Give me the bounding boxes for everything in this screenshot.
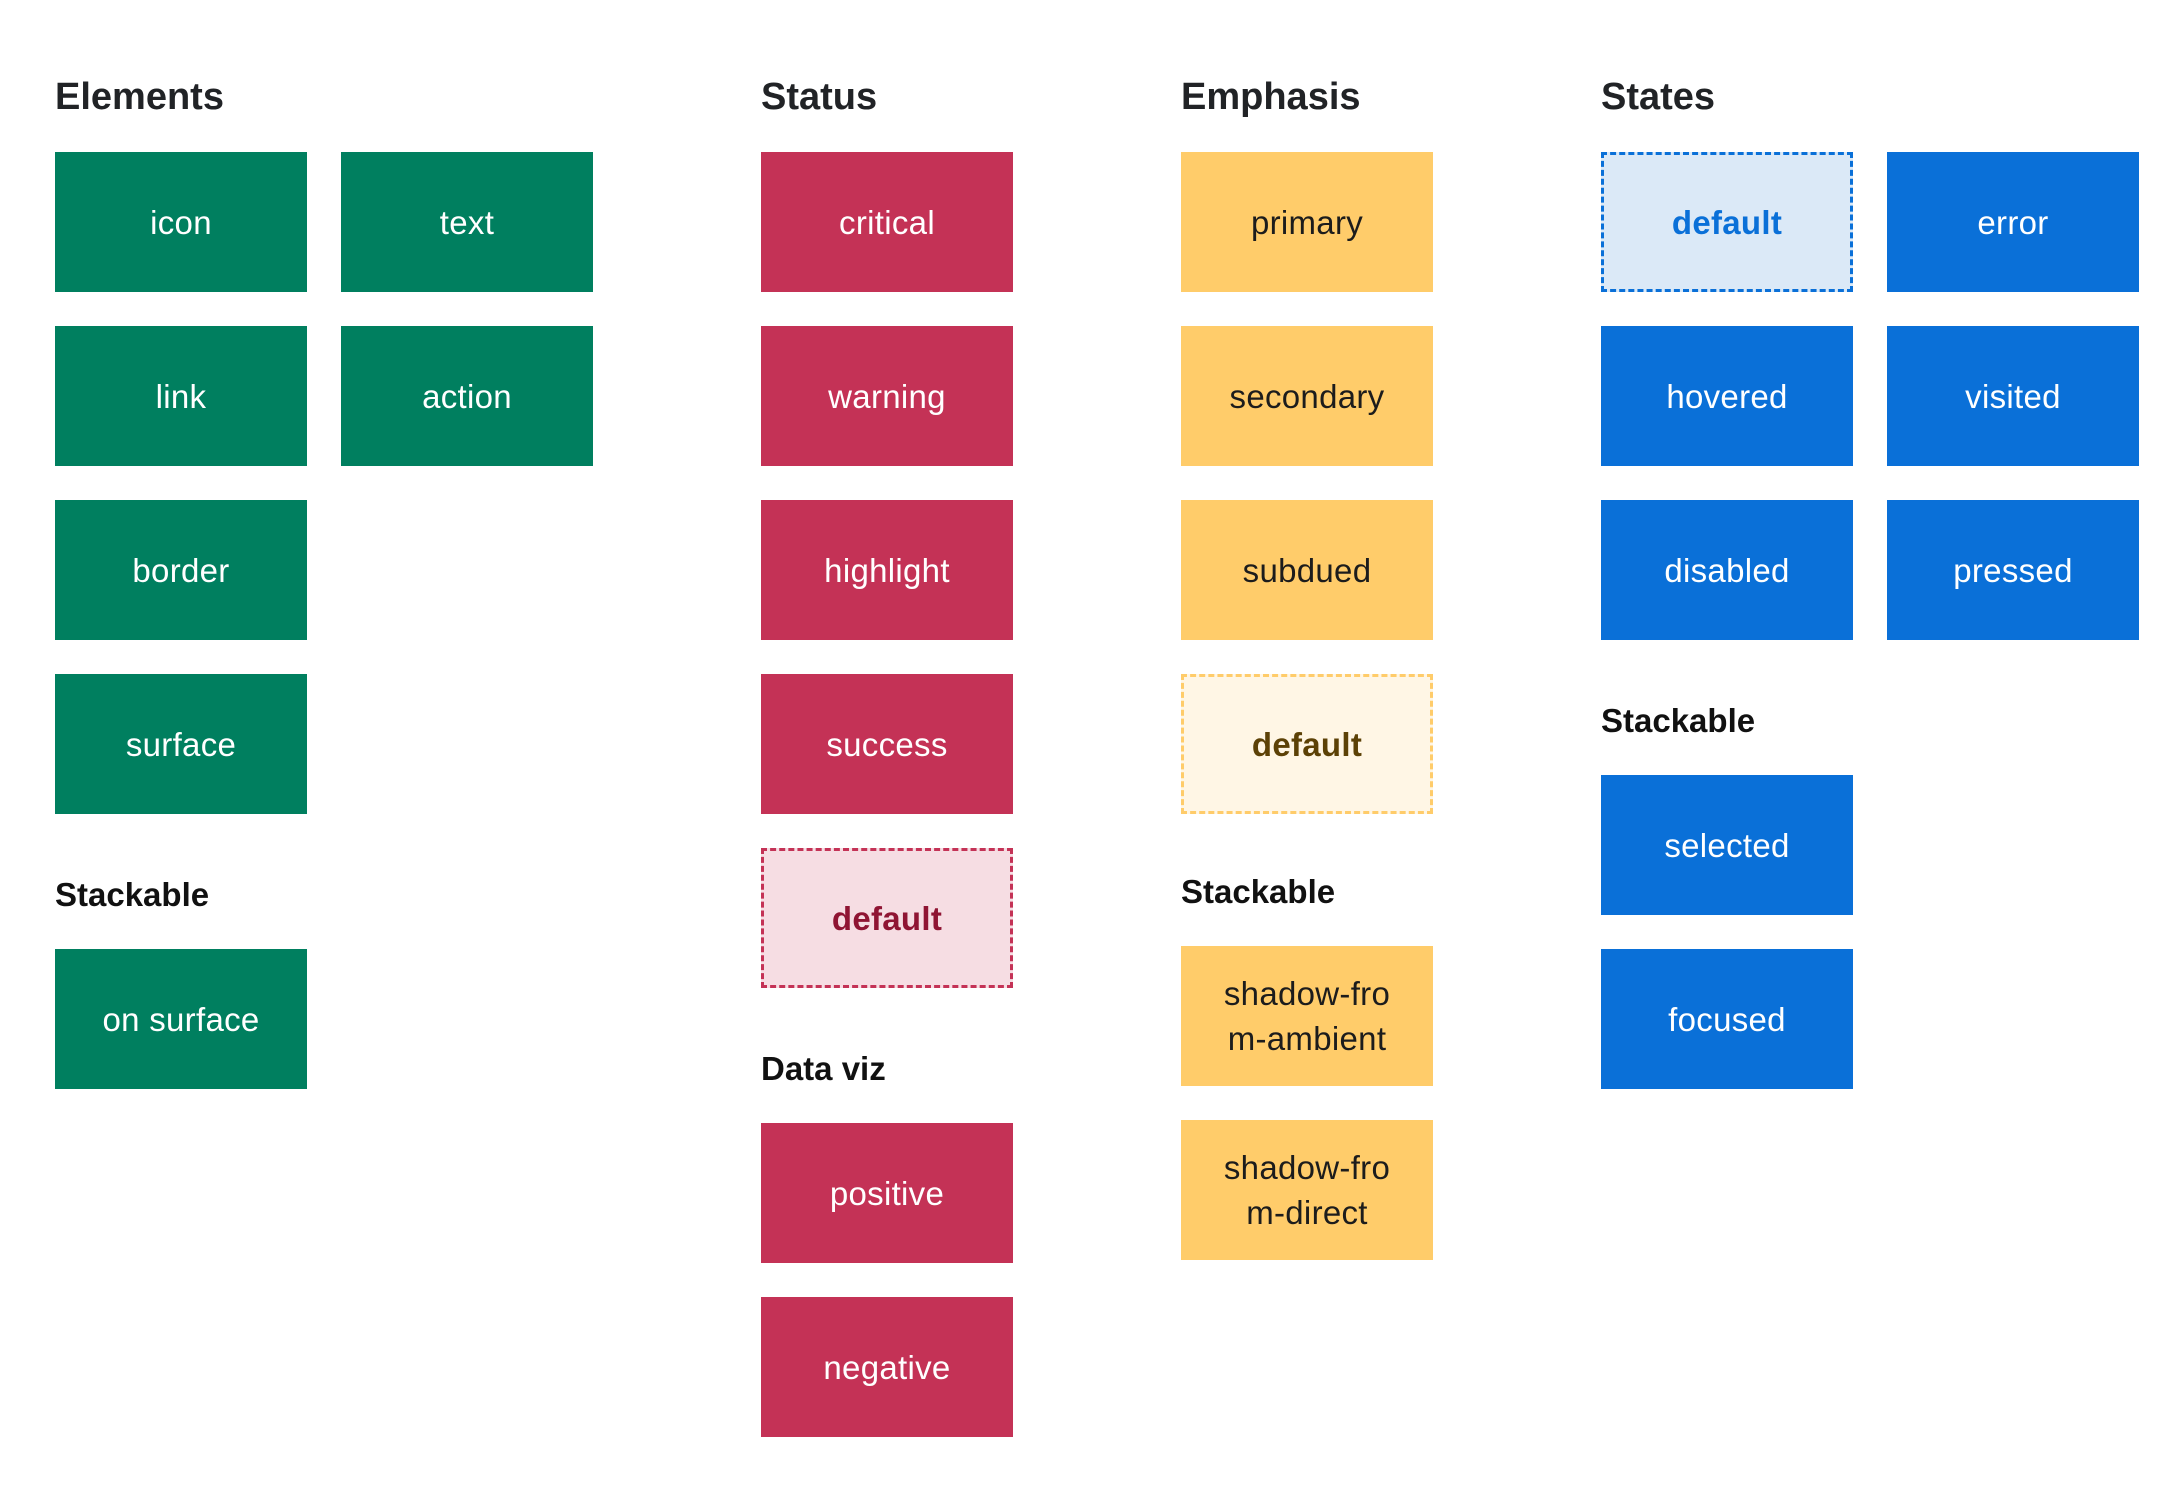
token-label: secondary [1229, 377, 1385, 415]
token-label: critical [839, 203, 935, 241]
token-link: link [55, 326, 307, 466]
token-shadow-from-direct: shadow-from-direct [1181, 1120, 1433, 1260]
token-status-default: default [761, 848, 1013, 988]
token-label: border [132, 551, 230, 589]
token-on-surface: on surface [55, 949, 307, 1089]
token-label: surface [125, 725, 237, 763]
token-label: error [1977, 203, 2049, 241]
token-states-default: default [1601, 152, 1853, 292]
token-icon: icon [55, 152, 307, 292]
token-label: negative [823, 1348, 951, 1386]
token-secondary: secondary [1181, 326, 1433, 466]
token-success: success [761, 674, 1013, 814]
token-error: error [1887, 152, 2139, 292]
token-warning: warning [761, 326, 1013, 466]
token-disabled: disabled [1601, 500, 1853, 640]
status-heading: Status [761, 76, 878, 118]
token-label: on surface [102, 1000, 260, 1038]
token-label: shadow-from-ambient [1223, 975, 1391, 1057]
token-label: focused [1668, 1000, 1786, 1038]
token-visited: visited [1887, 326, 2139, 466]
token-pressed: pressed [1887, 500, 2139, 640]
elements-stackable-heading: Stackable [55, 876, 210, 913]
token-highlight: highlight [761, 500, 1013, 640]
token-border: border [55, 500, 307, 640]
token-label: link [155, 377, 207, 415]
token-label: icon [150, 203, 212, 241]
states-stackable-heading: Stackable [1601, 702, 1756, 739]
token-text: text [341, 152, 593, 292]
dataviz-heading: Data viz [761, 1050, 886, 1087]
token-negative: negative [761, 1297, 1013, 1437]
token-label: default [1251, 725, 1363, 763]
token-positive: positive [761, 1123, 1013, 1263]
token-label: action [422, 377, 512, 415]
token-subdued: subdued [1181, 500, 1433, 640]
token-shadow-from-ambient: shadow-from-ambient [1181, 946, 1433, 1086]
token-label: warning [828, 377, 946, 415]
emphasis-stackable-heading: Stackable [1181, 873, 1336, 910]
token-emphasis-default: default [1181, 674, 1433, 814]
token-label: visited [1965, 377, 2061, 415]
states-heading: States [1601, 76, 1716, 118]
token-primary: primary [1181, 152, 1433, 292]
token-label: selected [1664, 826, 1790, 864]
token-critical: critical [761, 152, 1013, 292]
token-label: highlight [824, 551, 950, 589]
token-hovered: hovered [1601, 326, 1853, 466]
token-label: subdued [1242, 551, 1372, 589]
token-action: action [341, 326, 593, 466]
elements-heading: Elements [55, 76, 224, 118]
token-selected: selected [1601, 775, 1853, 915]
token-label: disabled [1664, 551, 1790, 589]
token-label: text [439, 203, 495, 241]
token-surface: surface [55, 674, 307, 814]
token-label: hovered [1666, 377, 1788, 415]
token-label: shadow-from-direct [1223, 1149, 1391, 1231]
emphasis-heading: Emphasis [1181, 76, 1361, 118]
token-label: primary [1250, 203, 1364, 241]
token-label: default [831, 899, 943, 937]
token-label: default [1671, 203, 1783, 241]
token-label: positive [829, 1174, 945, 1212]
token-focused: focused [1601, 949, 1853, 1089]
token-label: pressed [1953, 551, 2073, 589]
token-label: success [826, 725, 948, 763]
